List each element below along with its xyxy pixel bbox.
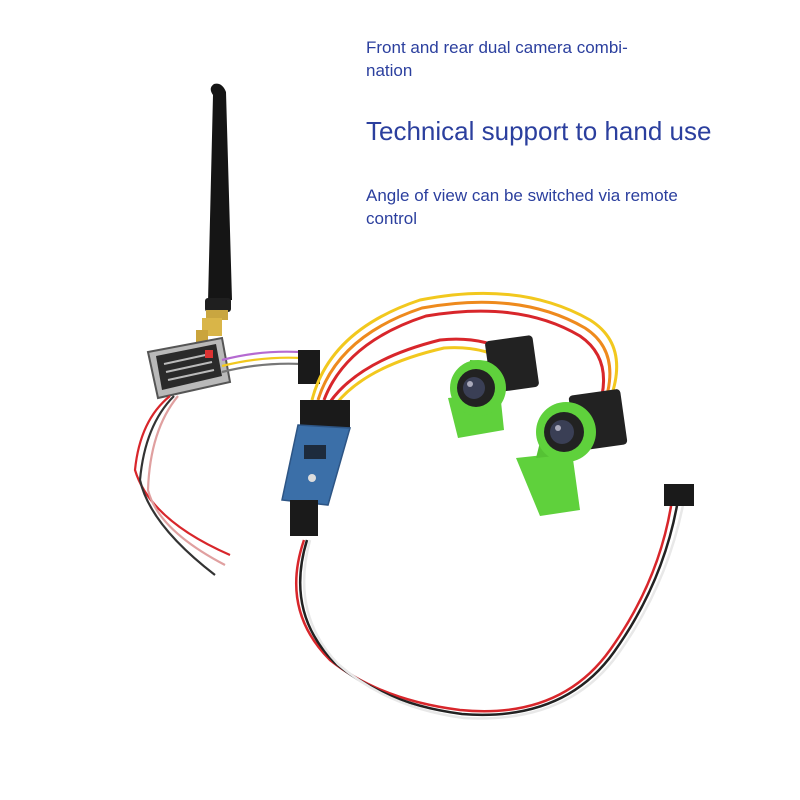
caption-technical-support: Technical support to hand use: [366, 116, 712, 146]
caption-dual-camera: Front and rear dual camera combi- nation: [366, 38, 628, 80]
caption-view-switch: Angle of view can be switched via remote…: [366, 186, 678, 228]
video-transmitter: [146, 336, 232, 400]
camera-switch-board: [281, 400, 351, 536]
transmitter-wires: [133, 350, 303, 576]
rear-camera: [516, 389, 628, 516]
remote-control-cable: [294, 499, 686, 720]
antenna: [196, 83, 232, 344]
front-camera: [448, 335, 539, 438]
servo-connector: [664, 484, 694, 506]
connector: [298, 350, 320, 384]
